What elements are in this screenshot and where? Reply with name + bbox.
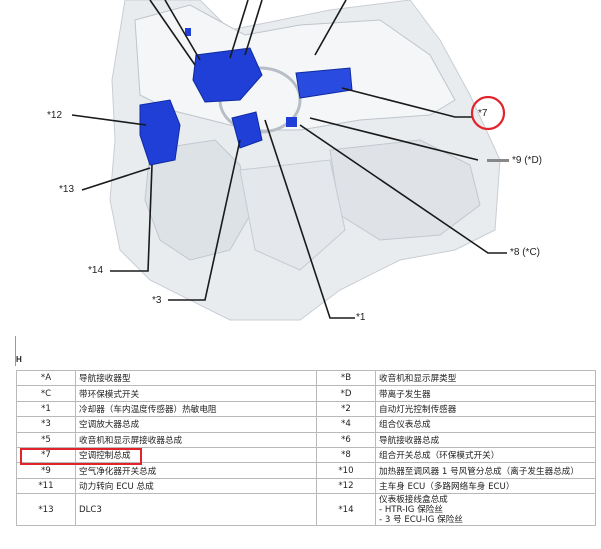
divider [15, 336, 16, 366]
code-cell: *12 [316, 477, 376, 495]
callout-13: *13 [59, 184, 75, 195]
description-cell: 收音机和显示屏接收器总成 [75, 431, 317, 448]
code-cell: *7 [16, 446, 76, 464]
code-cell: *11 [16, 477, 76, 495]
combination-switch-component [286, 117, 297, 127]
dashboard-drawing [71, 0, 509, 321]
code-cell: *9 [16, 462, 76, 479]
description-cell: 导航接收器总成 [375, 431, 596, 448]
table-row: *9 空气净化器开关总成 *10 加热器至调风器 1 号风管分总成（离子发生器总… [16, 462, 596, 479]
table-row: *1 冷却器（车内温度传感器）热敏电阻 *2 自动灯光控制传感器 [16, 400, 596, 418]
table-row: *11 动力转向 ECU 总成 *12 主车身 ECU（多路网络车身 ECU） [16, 477, 596, 495]
callout-9: *9 (*D) [512, 155, 543, 166]
code-cell: *14 [316, 493, 376, 527]
description-cell: 组合开关总成（环保模式开关） [375, 446, 596, 464]
table-row: *7 空调控制总成 *8 组合开关总成（环保模式开关） [16, 446, 596, 464]
description-cell: 动力转向 ECU 总成 [75, 477, 317, 495]
code-cell: *D [316, 385, 376, 402]
description-line: - HTR-IG 保险丝 [379, 504, 443, 515]
vehicle-interior-illustration: *7 *9 (*D) *12 *13 *14 *3 *1 *8 (*C) [47, 0, 543, 323]
sensor-component [185, 28, 191, 36]
description-cell: 组合仪表总成 [375, 416, 596, 433]
description-cell: 空调控制总成 [75, 446, 317, 464]
table-row: *13 DLC3 *14 仪表板接线盒总成 - HTR-IG 保险丝 - 3 号… [16, 493, 596, 527]
callout-12: *12 [47, 110, 63, 121]
table-row: *A 导航接收器型 *B 收音机和显示屏类型 [16, 369, 596, 387]
description-cell: 收音机和显示屏类型 [375, 369, 596, 387]
code-cell: *8 [316, 446, 376, 464]
figure-marker: H [16, 355, 22, 364]
table-row: *C 带环保模式开关 *D 带离子发生器 [16, 385, 596, 402]
main-body-ecu-component [139, 99, 181, 166]
description-line: 仪表板接线盒总成 [379, 494, 448, 505]
description-cell: DLC3 [75, 493, 317, 527]
code-cell: *B [316, 369, 376, 387]
description-cell-multiline: 仪表板接线盒总成 - HTR-IG 保险丝 - 3 号 ECU-IG 保险丝 [375, 493, 596, 527]
legend-table: *A 导航接收器型 *B 收音机和显示屏类型 *C 带环保模式开关 *D 带离子… [16, 369, 596, 527]
description-cell: 空气净化器开关总成 [75, 462, 317, 479]
callout-8: *8 (*C) [510, 247, 541, 258]
description-cell: 导航接收器型 [75, 369, 317, 387]
callout-14: *14 [88, 265, 104, 276]
code-cell: *3 [16, 416, 76, 433]
code-cell: *A [16, 369, 76, 387]
callout-1: *1 [356, 312, 366, 323]
combination-meter-component [192, 47, 263, 103]
description-cell: 加热器至调风器 1 号风管分总成（离子发生器总成） [375, 462, 596, 479]
table-row: *5 收音机和显示屏接收器总成 *6 导航接收器总成 [16, 431, 596, 448]
code-cell: *5 [16, 431, 76, 448]
description-cell: 带环保模式开关 [75, 385, 317, 402]
code-cell: *6 [316, 431, 376, 448]
callout-7: *7 [478, 108, 488, 119]
table-row: *3 空调放大器总成 *4 组合仪表总成 [16, 416, 596, 433]
code-cell: *10 [316, 462, 376, 479]
code-cell: *1 [16, 400, 76, 418]
description-cell: 主车身 ECU（多路网络车身 ECU） [375, 477, 596, 495]
code-cell: *2 [316, 400, 376, 418]
description-cell: 空调放大器总成 [75, 416, 317, 433]
code-cell: *4 [316, 416, 376, 433]
code-cell: *13 [16, 493, 76, 527]
description-line: - 3 号 ECU-IG 保险丝 [379, 514, 463, 525]
description-cell: 冷却器（车内温度传感器）热敏电阻 [75, 400, 317, 418]
callout-3: *3 [152, 295, 162, 306]
air-conditioning-amplifier-component [231, 111, 263, 149]
callout-7-highlight-circle [470, 95, 506, 131]
description-cell: 带离子发生器 [375, 385, 596, 402]
description-cell: 自动灯光控制传感器 [375, 400, 596, 418]
code-cell: *C [16, 385, 76, 402]
